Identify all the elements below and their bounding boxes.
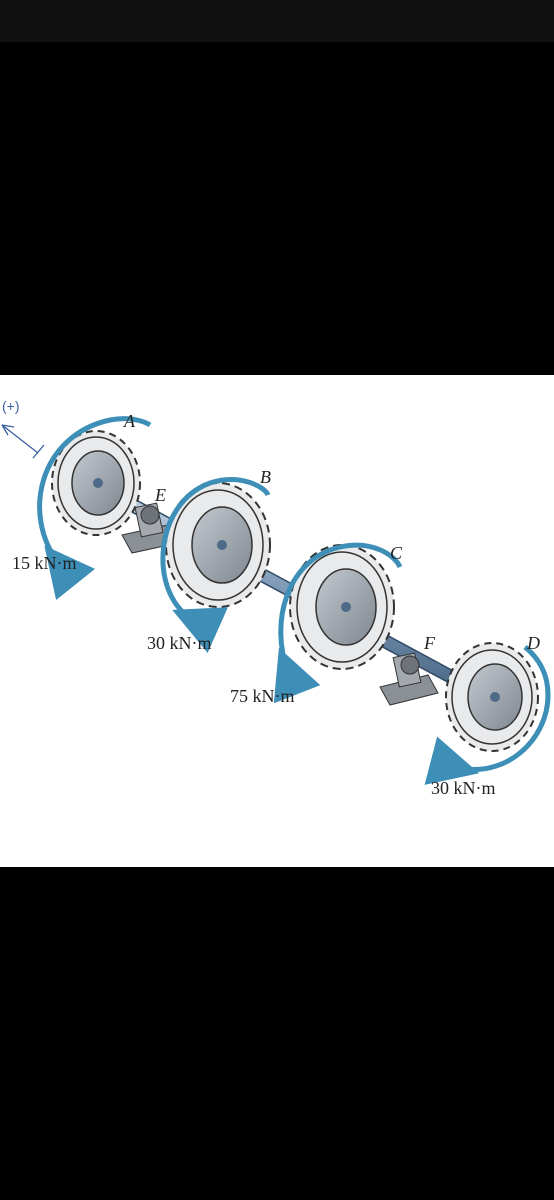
sign-convention-label: (+): [2, 398, 20, 414]
label-point-f: F: [423, 633, 436, 653]
label-point-c: C: [390, 543, 403, 563]
sign-convention-axis: (+): [1, 398, 45, 459]
label-point-b: B: [260, 467, 271, 487]
status-bar: [0, 0, 554, 42]
shaft-diagram-panel: (+): [0, 375, 554, 867]
torque-label-a: 15 kN·m: [12, 553, 77, 573]
bearing-f: [379, 652, 439, 706]
torque-label-d: 30 kN·m: [431, 778, 496, 798]
label-point-a: A: [123, 411, 136, 431]
gear-b: [165, 482, 271, 608]
torque-arrow-c: [273, 542, 403, 704]
top-letterbox: [0, 42, 554, 375]
torque-arrow-b: [160, 477, 271, 654]
torque-label-c: 75 kN·m: [230, 686, 295, 706]
torque-arrow-a: [37, 416, 152, 601]
torque-arrow-d: [424, 645, 551, 785]
bottom-letterbox: [0, 867, 554, 1200]
torque-label-b: 30 kN·m: [147, 633, 212, 653]
gear-a: [51, 430, 141, 536]
label-point-e: E: [154, 485, 166, 505]
label-point-d: D: [526, 633, 540, 653]
shaft-diagram: (+): [1, 398, 551, 798]
gear-c: [289, 544, 395, 670]
gear-d: [445, 642, 539, 752]
